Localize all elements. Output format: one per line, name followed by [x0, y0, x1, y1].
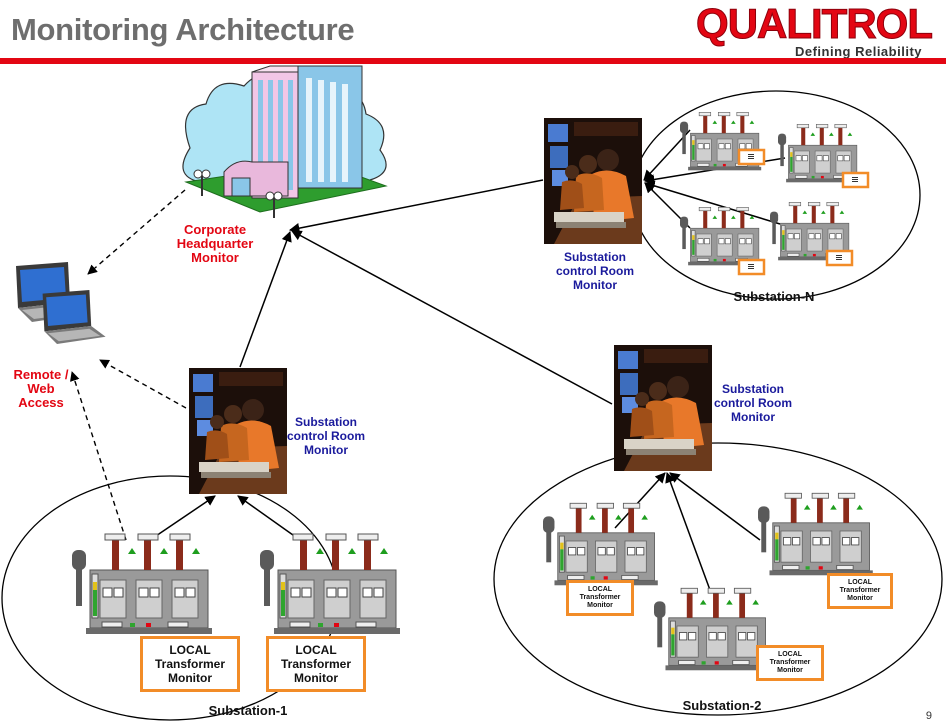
local-monitor-box: LOCAL Transformer Monitor [140, 636, 240, 692]
local-monitor-box: LOCAL Transformer Monitor [266, 636, 366, 692]
control-room-label-1: Substation control Room Monitor [287, 415, 365, 457]
logo-tagline: Defining Reliability [794, 44, 922, 59]
logo-wordmark: QUALITROL [696, 0, 934, 47]
control-room-label-2: Substation control Room Monitor [714, 382, 792, 424]
page-number: 9 [925, 710, 932, 722]
laptop-icon [16, 262, 106, 344]
title-divider [0, 58, 946, 64]
qualitrol-logo: QUALITROL Defining Reliability [696, 0, 934, 59]
local-monitor-box: LOCAL Transformer Monitor [566, 580, 634, 616]
local-monitor-box: LOCAL Transformer Monitor [827, 573, 893, 609]
substation-n-label: Substation-N [733, 289, 815, 304]
slide-title: Monitoring Architecture [11, 12, 355, 47]
remote-web-access-label: Remote / Web Access [13, 367, 69, 410]
local-monitor-box: LOCAL Transformer Monitor [756, 645, 824, 681]
substation-2-label: Substation-2 [682, 698, 762, 713]
office-building-icon [182, 65, 388, 218]
corporate-hq-label: Corporate Headquarter Monitor [176, 222, 254, 265]
substation-1-label: Substation-1 [208, 703, 288, 718]
control-room-label-n: Substation control Room Monitor [556, 250, 634, 292]
